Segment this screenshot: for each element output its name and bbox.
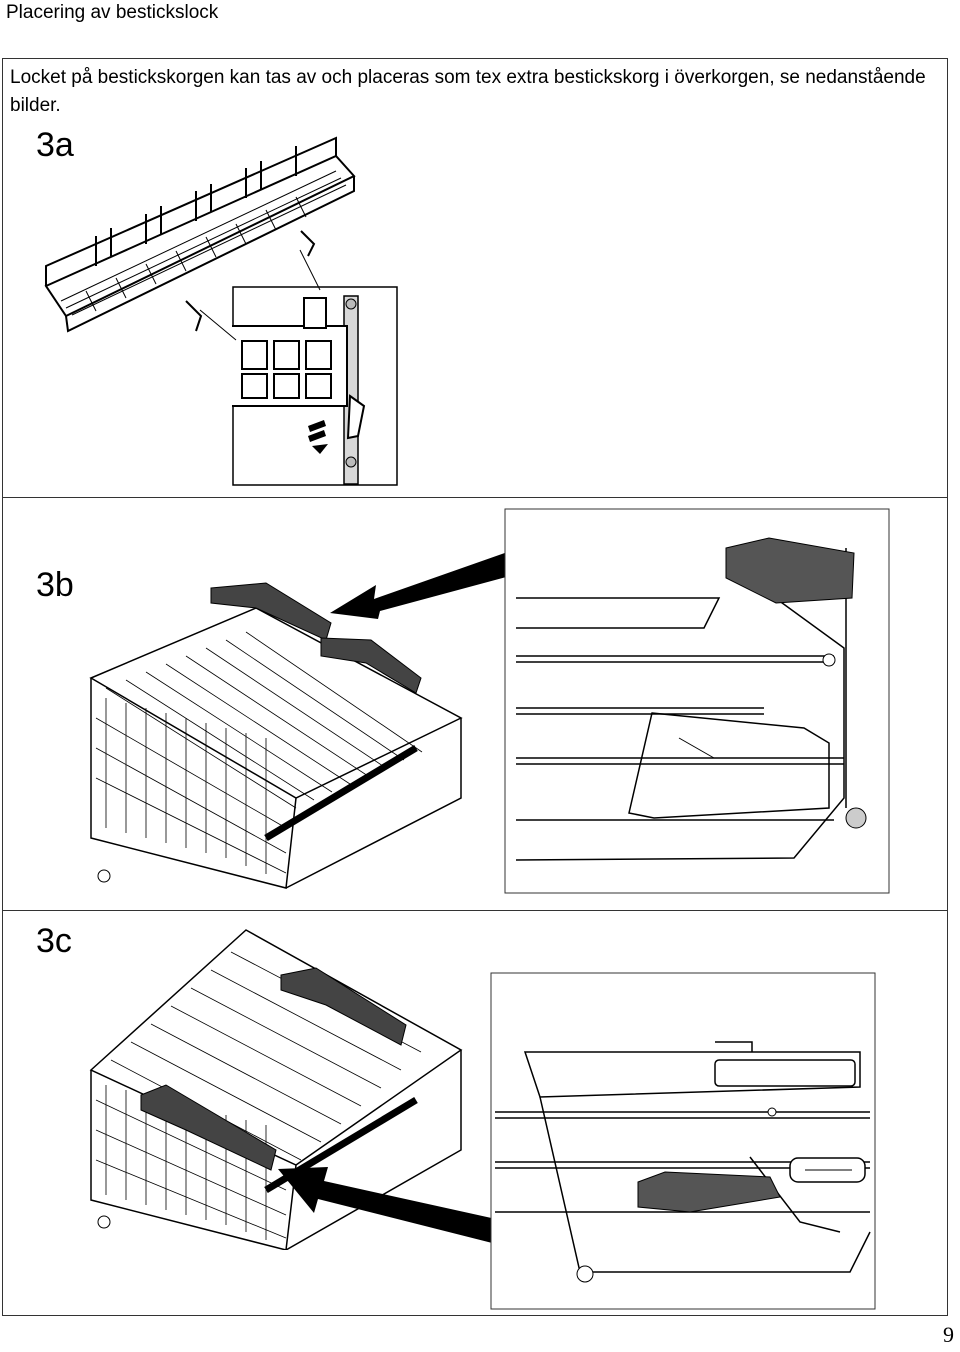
pointer-arrow: [278, 1167, 514, 1247]
lid-clip-detail-illustration: [232, 286, 400, 488]
pointer-arrow: [330, 537, 558, 619]
page-title: Placering av bestickslock: [6, 2, 219, 23]
section-divider: [2, 497, 948, 498]
section-divider: [2, 910, 948, 911]
intro-paragraph: Locket på bestickskorgen kan tas av och …: [10, 67, 926, 116]
upper-rack-with-lid-illustration: [86, 568, 466, 898]
cutlery-lid-illustration: [36, 116, 366, 346]
page-number: 9: [943, 1322, 954, 1347]
step-label-3c: 3c: [36, 922, 72, 960]
content-frame: [2, 58, 948, 1316]
side-placement-detail-illustration: [490, 972, 876, 1310]
step-label-3b: 3b: [36, 566, 74, 604]
upper-rack-lid-placement-illustration: [86, 920, 466, 1250]
step-label-3a: 3a: [36, 126, 74, 164]
side-detail-illustration: [504, 508, 890, 894]
